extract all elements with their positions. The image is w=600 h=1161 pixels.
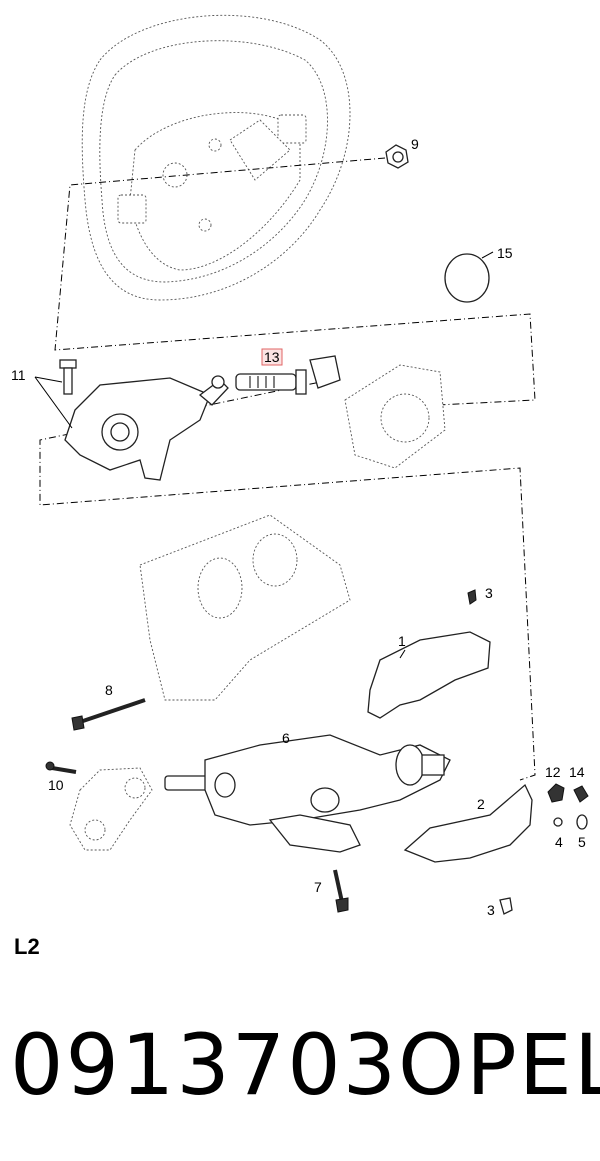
callout-3b: 3 xyxy=(487,902,495,918)
section-code: L2 xyxy=(14,934,40,959)
part-8-bolt xyxy=(71,698,146,731)
fasteners-right xyxy=(547,783,589,830)
part-3-screw-bottom xyxy=(499,897,513,915)
callout-3a: 3 xyxy=(485,585,493,601)
callout-13: 13 xyxy=(264,349,280,365)
callout-14: 14 xyxy=(569,764,585,780)
callout-12: 12 xyxy=(545,764,561,780)
exploded-parts-diagram: 9 15 11 13 3 1 8 6 10 12 14 2 4 5 7 3 xyxy=(11,14,589,918)
callout-1: 1 xyxy=(398,633,406,649)
frame-lines xyxy=(39,157,536,781)
part-10-shaft xyxy=(45,761,153,851)
part-13-lock-cylinder xyxy=(235,355,341,395)
part-15-cover xyxy=(444,251,494,303)
part-9-nut xyxy=(385,144,409,169)
part-2-lower-trim xyxy=(403,783,533,863)
part-1-upper-trim xyxy=(367,631,491,719)
callout-8: 8 xyxy=(105,682,113,698)
callout-6: 6 xyxy=(282,730,290,746)
callout-4: 4 xyxy=(555,834,563,850)
part-6-steering-column xyxy=(164,734,451,853)
callout-7: 7 xyxy=(314,879,322,895)
part-3-screw-top xyxy=(467,589,477,605)
callout-labels: 9 15 11 13 3 1 8 6 10 12 14 2 4 5 7 3 xyxy=(11,136,586,918)
callout-11: 11 xyxy=(11,367,26,383)
callout-2: 2 xyxy=(477,796,485,812)
callout-9: 9 xyxy=(411,136,419,152)
part-11-housing xyxy=(34,359,229,481)
brand-name: OPEL xyxy=(398,1016,600,1114)
callout-5: 5 xyxy=(578,834,586,850)
steering-wheel xyxy=(81,14,351,301)
callout-10: 10 xyxy=(48,777,64,793)
part-number: 0913703 xyxy=(10,1016,399,1114)
callout-15: 15 xyxy=(497,245,513,261)
dash-bracket xyxy=(139,514,351,701)
part-7-bolt xyxy=(333,869,349,913)
callout-13-highlight xyxy=(261,348,283,366)
clock-spring-unit xyxy=(344,364,446,469)
